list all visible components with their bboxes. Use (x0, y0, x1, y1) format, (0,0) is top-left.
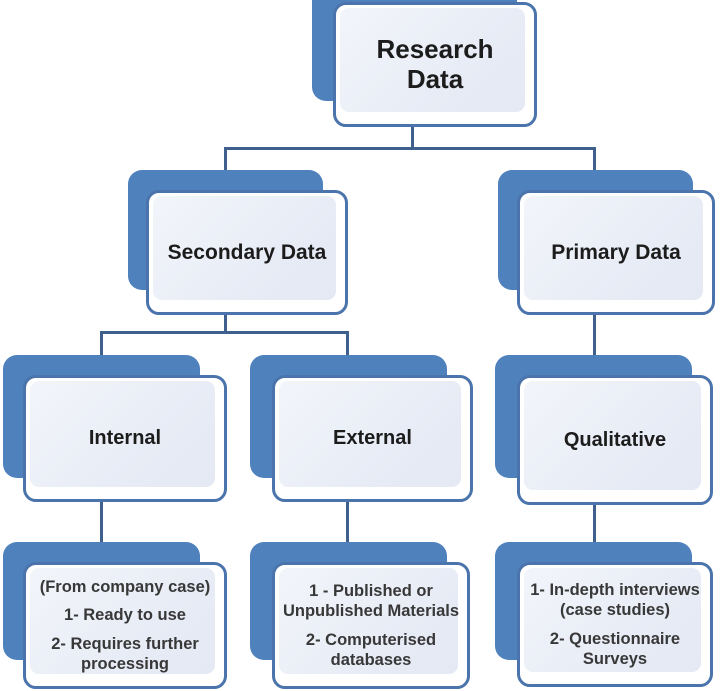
node-internal-panel (30, 381, 215, 487)
connector-level1-horizontal (224, 147, 596, 150)
connector-secondary-drop (224, 147, 227, 173)
connector-external-drop (346, 331, 349, 358)
detail-item: (From company case) (39, 578, 211, 597)
detail-item: 2- Questionnaire Surveys (549, 629, 681, 668)
node-qualitative-details-box: 1- In-depth interviews (case studies) 2-… (517, 562, 713, 687)
detail-item: 2- Computerised databases (305, 630, 437, 669)
node-qualitative-box: Qualitative (517, 375, 713, 505)
node-qualitative-label: Qualitative (563, 428, 667, 451)
node-internal-details-box: (From company case) 1- Ready to use 2- R… (23, 562, 227, 689)
connector-research-stem (411, 124, 414, 150)
node-secondary-panel (153, 196, 336, 300)
node-primary-box: Primary Data (517, 190, 715, 315)
node-primary-panel (524, 196, 703, 300)
detail-item: 1- Ready to use (64, 606, 186, 625)
node-external-panel (279, 381, 461, 487)
node-research-box: Research Data (333, 2, 537, 127)
detail-item: 1- In-depth interviews (case studies) (530, 581, 700, 620)
node-external-label: External (333, 427, 412, 449)
connector-primary-qualitative (593, 312, 596, 358)
node-secondary-label: Secondary Data (167, 240, 327, 264)
detail-item: 2- Requires further processing (51, 634, 199, 673)
node-internal-details-panel (30, 568, 215, 674)
node-external-details-text: 1 - Published or Unpublished Materials 2… (275, 577, 467, 674)
node-research-panel (340, 8, 525, 112)
node-external-box: External (272, 375, 473, 502)
connector-internal-drop (100, 331, 103, 358)
node-internal-details-text: (From company case) 1- Ready to use 2- R… (29, 573, 221, 678)
node-internal-label: Internal (88, 427, 162, 449)
node-internal-box: Internal (23, 375, 227, 502)
connector-internal-details (100, 500, 103, 545)
node-research-label: Research Data (376, 33, 494, 94)
node-external-details-panel (279, 568, 458, 674)
connector-primary-drop (593, 147, 596, 173)
node-qualitative-details-panel (524, 568, 701, 672)
detail-item: 1 - Published or Unpublished Materials (282, 582, 460, 621)
connector-external-details (346, 500, 349, 545)
connector-level2-horizontal (100, 331, 349, 334)
node-qualitative-details-text: 1- In-depth interviews (case studies) 2-… (520, 576, 710, 673)
node-secondary-box: Secondary Data (146, 190, 348, 315)
node-qualitative-panel (524, 381, 701, 490)
connector-qualitative-details (593, 503, 596, 545)
connector-secondary-stem (224, 312, 227, 334)
node-primary-label: Primary Data (551, 240, 681, 264)
node-external-details-box: 1 - Published or Unpublished Materials 2… (272, 562, 470, 689)
